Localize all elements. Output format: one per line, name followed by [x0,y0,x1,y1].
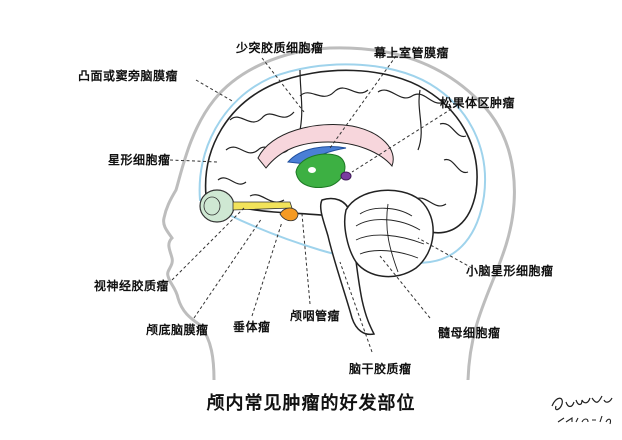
cerebellum [344,189,434,278]
thalamus-spot [308,167,316,173]
label-pituitary-adenoma: 垂体瘤 [233,320,271,334]
gyri [217,69,469,207]
label-cerebellar-astrocytoma: 小脑星形细胞瘤 [466,264,554,278]
label-skull-base-meningioma: 颅底脑膜瘤 [146,323,209,337]
label-medulloblastoma: 髓母细胞瘤 [438,326,501,340]
label-supratentorial-ependymoma: 幕上室管膜瘤 [374,46,450,60]
corpus-callosum [257,123,394,169]
label-brainstem-glioma: 脑干胶质瘤 [349,362,412,376]
meninges-outline [198,63,486,265]
head-silhouette [162,46,516,381]
label-craniopharyngioma: 颅咽管瘤 [290,309,341,323]
label-pineal-tumor: 松果体区肿瘤 [440,96,516,110]
eye-lens [203,196,221,216]
signature [551,395,613,425]
thalamus [295,153,346,188]
diagram-title: 颅内常见肿瘤的好发部位 [206,393,416,414]
label-convexity-meningioma: 凸面或窦旁脑膜瘤 [78,69,179,83]
pituitary-gland [279,207,299,222]
leader-lines [169,55,473,353]
cerebellum-folia [355,203,425,273]
label-oligodendroglioma: 少突胶质细胞瘤 [236,41,324,55]
eye [199,189,235,223]
label-optic-glioma: 视神经胶质瘤 [94,279,170,293]
label-astrocytoma: 星形细胞瘤 [108,153,171,167]
pineal-gland [340,171,352,181]
